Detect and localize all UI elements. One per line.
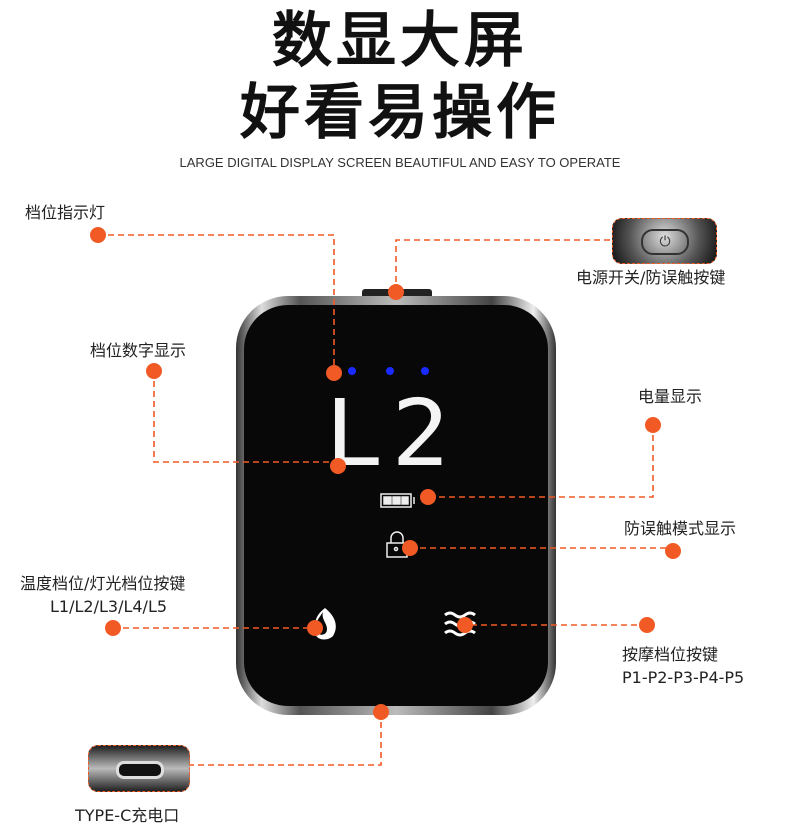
indicator-dot [421, 367, 429, 375]
label-battery: 电量显示 [638, 387, 703, 406]
label-heat-levels: L1/L2/L3/L4/L5 [50, 597, 168, 616]
label-gear-number: 档位数字显示 [90, 341, 187, 360]
device-screen [244, 305, 548, 706]
indicator-dot [386, 367, 394, 375]
label-typec: TYPE-C充电口 [75, 806, 180, 825]
label-power-button: 电源开关/防误触按键 [576, 268, 726, 287]
callout-dots [90, 227, 681, 720]
title-line2: 好看易操作 [240, 78, 560, 148]
flame-icon [315, 608, 336, 640]
title-line1: 数显大屏 [272, 6, 528, 76]
subtitle: LARGE DIGITAL DISPLAY SCREEN BEAUTIFUL A… [179, 155, 621, 170]
label-massage-levels: P1-P2-P3-P4-P5 [622, 668, 745, 687]
power-icon: ⏻ [641, 229, 689, 255]
typec-port-icon [116, 761, 164, 779]
label-massage-button: 按摩档位按键 [622, 645, 719, 664]
label-lock-mode: 防误触模式显示 [624, 519, 737, 538]
battery-icon [380, 493, 415, 508]
label-heat-button: 温度档位/灯光档位按键 [20, 574, 186, 593]
indicator-dot [348, 367, 356, 375]
device [236, 296, 556, 715]
label-gear-indicator: 档位指示灯 [25, 203, 106, 222]
typec-port-closeup [88, 745, 190, 792]
power-button-closeup: ⏻ [612, 218, 717, 264]
